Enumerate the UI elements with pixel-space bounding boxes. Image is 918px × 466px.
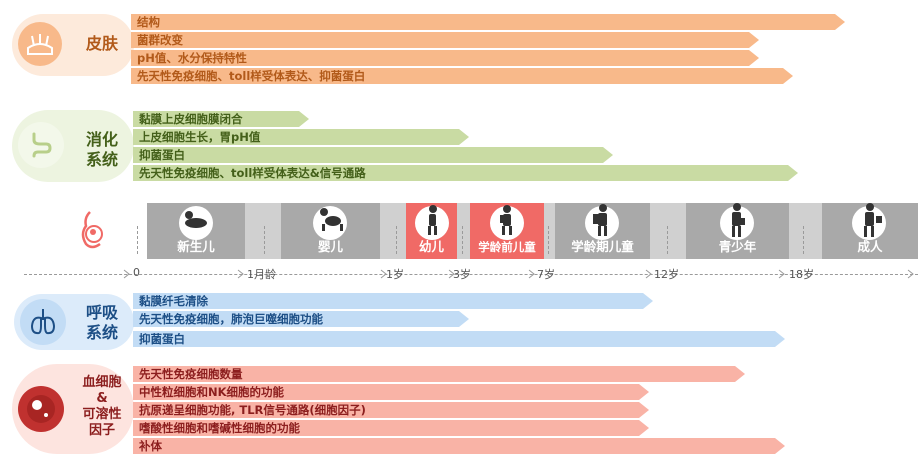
stage-newborn-label: 新生儿 — [177, 239, 215, 254]
respiratory-label-1: 呼吸 — [85, 303, 118, 322]
blood-bar-neutrophil-nk: 中性粒细胞和NK细胞的功能 — [133, 384, 649, 400]
digestive-bar-innate: 先天性免疫细胞、toll样受体表达&信号通路 — [133, 165, 798, 181]
skin-bar-structure: 结构 — [131, 14, 845, 30]
tick-7-year: 7岁 — [537, 268, 555, 281]
tick-12-year: 12岁 — [654, 268, 679, 281]
tick-line-18y — [803, 226, 804, 254]
tick-18-year: 18岁 — [789, 268, 814, 281]
fetus-icon — [81, 211, 103, 249]
watermark-logo: NO. — [690, 404, 748, 437]
stage-infant: 婴儿 — [281, 203, 380, 259]
tick-line-7y — [548, 226, 549, 254]
lungs-icon — [30, 309, 56, 335]
stage-figures — [185, 203, 882, 237]
respiratory-bar-cilia: 黏膜纤毛清除 — [133, 293, 653, 309]
digestive-label-1: 消化 — [85, 130, 118, 149]
stage-infant-label: 婴儿 — [317, 239, 343, 254]
axis-arrows — [123, 269, 914, 279]
intestine-icon — [32, 132, 52, 158]
tick-line-12y — [667, 226, 668, 254]
blood-label-3: 可溶性 — [82, 407, 122, 422]
stage-preschool-label: 学龄前儿童 — [478, 240, 536, 254]
stage-school: 学龄期儿童 — [555, 203, 650, 259]
digestive-bar-epithelium: 上皮细胞生长，胃pH值 — [133, 129, 469, 145]
digestive-bar-mucosa: 黏膜上皮细胞膜闭合 — [133, 111, 309, 127]
tick-0: 0 — [133, 266, 140, 279]
blood-cell-icon — [27, 395, 55, 423]
stage-school-label: 学龄期儿童 — [571, 239, 634, 254]
blood-label-4: 因子 — [88, 423, 115, 438]
blood-bar-complement: 补体 — [133, 438, 785, 454]
tick-line-1y — [396, 226, 397, 254]
skin-icon — [27, 34, 53, 55]
skin-bar-innate: 先天性免疫细胞、toll样受体表达、抑菌蛋白 — [131, 68, 793, 84]
stage-adolescent-label: 青少年 — [718, 239, 757, 254]
timeline-axis — [24, 274, 918, 275]
blood-label-1: 血细胞 — [82, 375, 122, 390]
respiratory-bar-macrophage: 先天性免疫细胞，肺泡巨噬细胞功能 — [133, 311, 469, 327]
skin-bar-ph: pH值、水分保持特性 — [131, 50, 759, 66]
digestive-label-2: 系统 — [85, 150, 118, 169]
blood-bar-apc: 抗原递呈细胞功能, TLR信号通路(细胞因子) — [133, 402, 649, 418]
respiratory-bar-antibacterial: 抑菌蛋白 — [133, 331, 785, 347]
stage-toddler-label: 幼儿 — [418, 239, 444, 254]
blood-bar-eosinophil: 嗜酸性细胞和嗜碱性细胞的功能 — [133, 420, 649, 436]
tick-3-year: 3岁 — [453, 268, 471, 281]
blood-label-2: & — [96, 391, 108, 406]
tick-line-1m — [264, 226, 265, 254]
skin-bar-flora: 菌群改变 — [131, 32, 759, 48]
tick-line-0 — [137, 226, 138, 254]
respiratory-icon-circle — [20, 299, 66, 345]
digestive-bar-antibacterial: 抑菌蛋白 — [133, 147, 613, 163]
tick-line-3y — [462, 226, 463, 254]
tick-1-month: 1月龄 — [247, 268, 276, 281]
stage-adult-label: 成人 — [857, 239, 883, 254]
respiratory-label-2: 系统 — [85, 323, 118, 342]
skin-label: 皮肤 — [85, 34, 118, 53]
blood-bar-innate-count: 先天性免疫细胞数量 — [133, 366, 745, 382]
tick-1-year: 1岁 — [386, 268, 404, 281]
